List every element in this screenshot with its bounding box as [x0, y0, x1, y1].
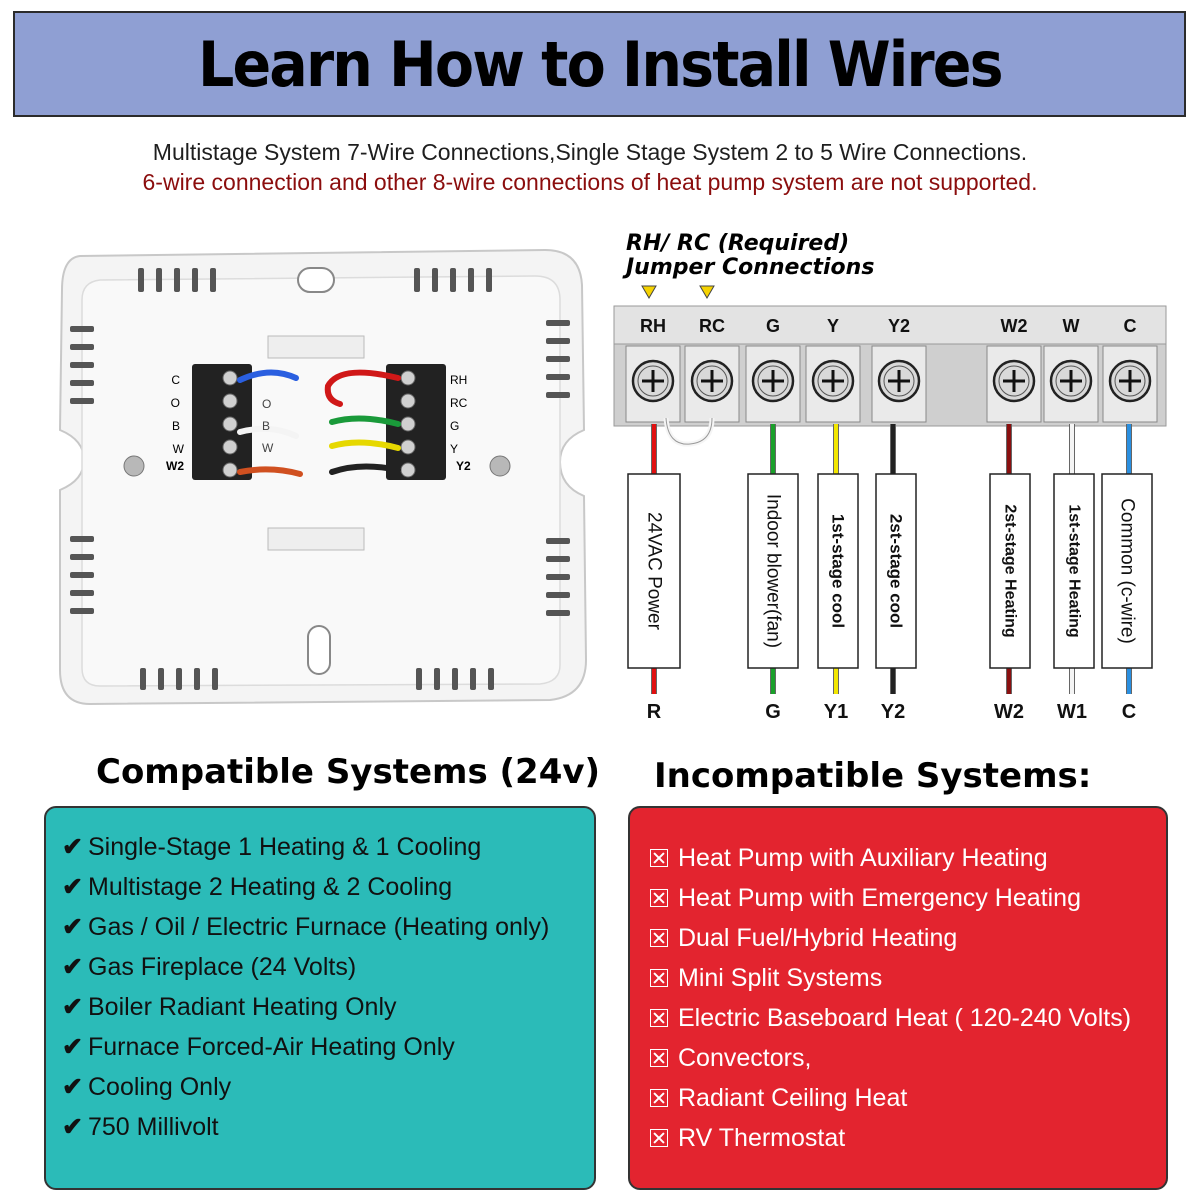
- wire-function-label: Common (c-wire): [1117, 498, 1138, 644]
- incompatible-item: Mini Split Systems: [650, 964, 882, 993]
- x-box-icon: [650, 1049, 668, 1067]
- plate-inner-label-o: O: [262, 397, 271, 411]
- plate-label-w2: W2: [166, 459, 184, 473]
- plate-label-w: W: [173, 442, 185, 456]
- incompatible-item: Heat Pump with Auxiliary Heating: [650, 844, 1048, 873]
- compatible-item: ✔Single-Stage 1 Heating & 1 Cooling: [62, 833, 482, 861]
- x-box-icon: [650, 849, 668, 867]
- page-title: Learn How to Install Wires: [197, 27, 1004, 101]
- checkmark-icon: ✔: [62, 913, 83, 941]
- terminal-label-rh: RH: [640, 316, 666, 336]
- x-box-icon: [650, 969, 668, 987]
- jumper-label-line2: Jumper Connections: [626, 255, 875, 280]
- wire-end-label: W2: [994, 701, 1024, 723]
- jumper-label: RH/ RC (Required) Jumper Connections: [626, 232, 874, 280]
- wiring-diagram: C O B W W2 O B W RH RC G Y Y2 RH RC G Y …: [58, 248, 1167, 723]
- compatible-item: ✔Gas / Oil / Electric Furnace (Heating o…: [62, 913, 550, 941]
- checkmark-icon: ✔: [62, 1073, 83, 1101]
- title-banner: Learn How to Install Wires: [13, 11, 1186, 117]
- checkmark-icon: ✔: [62, 953, 83, 981]
- incompatible-item: Radiant Ceiling Heat: [650, 1084, 907, 1113]
- screw-rim: [696, 365, 728, 397]
- plate-label-rh: RH: [450, 373, 467, 387]
- wire-end-label: G: [765, 701, 781, 723]
- compatible-item: ✔Multistage 2 Heating & 2 Cooling: [62, 873, 453, 901]
- wire-function-label: 1st-stage cool: [829, 514, 848, 628]
- plate-label-c: C: [171, 373, 180, 387]
- x-box-icon: [650, 1129, 668, 1147]
- compatible-item: ✔750 Millivolt: [62, 1113, 219, 1141]
- wire-function-label: 2st-stage Heating: [1002, 504, 1019, 637]
- compatible-item: ✔Boiler Radiant Heating Only: [62, 993, 397, 1021]
- subtitle-supported: Multistage System 7-Wire Connections,Sin…: [152, 139, 1028, 165]
- wire-function-box: [875, 473, 917, 669]
- x-box-icon: [650, 929, 668, 947]
- terminal-label-c: C: [1124, 316, 1137, 336]
- screw-rim: [1055, 365, 1087, 397]
- plate-label-b: B: [172, 419, 180, 433]
- checkmark-icon: ✔: [62, 873, 83, 901]
- jumper-label-line1: RH/ RC (Required): [626, 231, 850, 256]
- wire-function-label: 1st-stage Heating: [1066, 504, 1083, 637]
- incompatible-item: Convectors,: [650, 1044, 811, 1073]
- wire-function-label: Indoor blower(fan): [763, 494, 784, 648]
- wire-function-label: 2st-stage cool: [887, 514, 906, 628]
- terminal-label-rc: RC: [699, 316, 725, 336]
- compatible-title: Compatible Systems (24v): [96, 752, 601, 792]
- terminal-label-w: W: [1063, 316, 1080, 336]
- plate-label-rc: RC: [450, 396, 468, 410]
- checkmark-icon: ✔: [62, 833, 83, 861]
- wire-end-label: R: [647, 701, 662, 723]
- screw-rim: [883, 365, 915, 397]
- wire-function-box: [1101, 473, 1153, 669]
- incompatible-item: Dual Fuel/Hybrid Heating: [650, 924, 957, 953]
- wire-function-box: [627, 473, 681, 669]
- terminal-label-y: Y: [827, 316, 839, 336]
- compatible-item: ✔Furnace Forced-Air Heating Only: [62, 1033, 455, 1061]
- compatible-item: ✔Cooling Only: [62, 1073, 232, 1101]
- x-box-icon: [650, 1089, 668, 1107]
- wire-function-box: [747, 473, 799, 669]
- wire-function-box: [817, 473, 859, 669]
- wire-end-label: W1: [1057, 701, 1087, 723]
- wire-end-label: Y1: [824, 701, 848, 723]
- checkmark-icon: ✔: [62, 993, 83, 1021]
- x-box-icon: [650, 889, 668, 907]
- screw-rim: [998, 365, 1030, 397]
- wire-end-label: C: [1122, 701, 1136, 723]
- subtitle-unsupported: 6-wire connection and other 8-wire conne…: [142, 169, 1038, 195]
- jumper-arrow-rh: [641, 285, 657, 299]
- incompatible-item: Electric Baseboard Heat ( 120-240 Volts): [650, 1004, 1131, 1033]
- incompatible-title: Incompatible Systems:: [654, 756, 1092, 796]
- checkmark-icon: ✔: [62, 1113, 83, 1141]
- wire-function-label: 24VAC Power: [644, 512, 665, 631]
- screw-rim: [757, 365, 789, 397]
- compatible-item: ✔Gas Fireplace (24 Volts): [62, 953, 357, 981]
- incompatible-item: RV Thermostat: [650, 1124, 845, 1153]
- wire-end-label: Y2: [881, 701, 905, 723]
- terminal-label-g: G: [766, 316, 780, 336]
- screw-rim: [637, 365, 669, 397]
- incompatible-panel: Heat Pump with Auxiliary Heating Heat Pu…: [628, 806, 1168, 1190]
- x-box-icon: [650, 1009, 668, 1027]
- plate-label-y: Y: [450, 442, 458, 456]
- plate-label-y2: Y2: [456, 459, 471, 473]
- compatible-panel: ✔Single-Stage 1 Heating & 1 Cooling ✔Mul…: [44, 806, 596, 1190]
- wire-function-box: [989, 473, 1031, 669]
- incompatible-item: Heat Pump with Emergency Heating: [650, 884, 1081, 913]
- plate-label-o: O: [171, 396, 180, 410]
- checkmark-icon: ✔: [62, 1033, 83, 1061]
- jumper-arrow-rc: [699, 285, 715, 299]
- wire-function-box: [1053, 473, 1095, 669]
- screw-rim: [1114, 365, 1146, 397]
- thermostat-base-plate: C O B W W2 O B W RH RC G Y Y2: [58, 248, 588, 706]
- plate-label-g: G: [450, 419, 459, 433]
- plate-inner-label-b: B: [262, 419, 270, 433]
- plate-inner-label-w: W: [262, 441, 274, 455]
- screw-rim: [817, 365, 849, 397]
- terminal-label-w2: W2: [1001, 316, 1028, 336]
- terminal-label-y2: Y2: [888, 316, 910, 336]
